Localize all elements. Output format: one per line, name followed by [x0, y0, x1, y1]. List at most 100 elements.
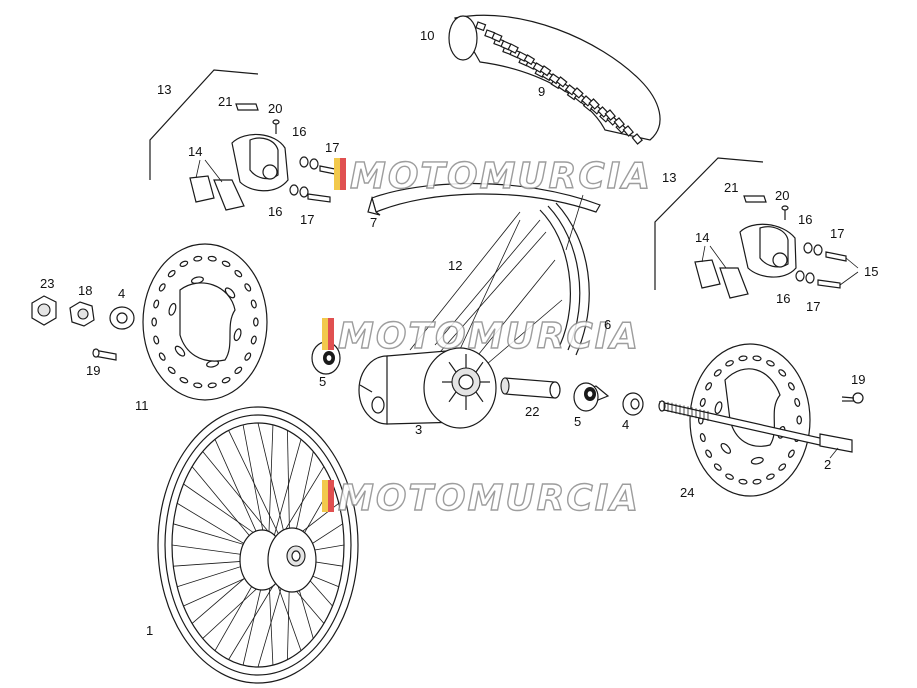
label-6: 6: [604, 317, 611, 332]
axle-part: [658, 400, 853, 453]
disc-hole: [705, 382, 713, 391]
disc-hole: [221, 260, 231, 268]
label-21-left: 21: [218, 94, 232, 109]
watermark-group: MOTOMURCIA MOTOMURCIA MOTOMURCIA: [322, 155, 652, 520]
disc-hole: [713, 369, 722, 377]
tread-block: [507, 43, 519, 54]
disc-hole: [250, 335, 257, 345]
label-20-left: 20: [268, 101, 282, 116]
label-7: 7: [370, 215, 377, 230]
watermark-logo-3: MOTOMURCIA: [322, 477, 640, 520]
disc-hole: [725, 360, 734, 367]
disc-hole: [207, 255, 217, 262]
label-16-right-top: 16: [798, 212, 812, 227]
label-3: 3: [415, 422, 422, 437]
caliper-right-group: [654, 157, 847, 299]
disc-hole: [234, 269, 243, 278]
disc-hole: [787, 382, 795, 391]
caliper-left-group: [149, 69, 341, 211]
disc-hole: [153, 299, 160, 309]
label-10: 10: [420, 28, 434, 43]
disc-slot: [233, 328, 242, 342]
mudguard-part: [367, 182, 601, 216]
label-17-left-top: 17: [325, 140, 339, 155]
bolt-19-left-part: [92, 348, 117, 361]
axle-thread: [663, 401, 709, 421]
label-16-left-top: 16: [292, 124, 306, 139]
disc-hole: [738, 478, 748, 485]
label-14-left: 14: [188, 144, 202, 159]
label-18: 18: [78, 283, 92, 298]
tread-block: [491, 32, 503, 43]
label-13-left: 13: [157, 82, 171, 97]
rim-spokes-part: [409, 194, 590, 371]
label-9: 9: [538, 84, 545, 99]
disc-hole: [778, 463, 787, 471]
tread-block: [555, 76, 568, 88]
disc-hole: [787, 449, 795, 458]
tyre-part: [448, 14, 661, 145]
label-4-left: 4: [118, 286, 125, 301]
label-14-right: 14: [695, 230, 709, 245]
disc-hole: [253, 317, 259, 327]
disc-hole: [193, 382, 203, 389]
tread-block: [475, 21, 487, 32]
disc-hole: [234, 366, 243, 375]
disc-hole: [699, 397, 706, 407]
label-16-right-bottom: 16: [776, 291, 790, 306]
disc-slot: [168, 302, 177, 316]
label-16-left-bottom: 16: [268, 204, 282, 219]
disc-hole: [244, 352, 252, 361]
seal-left-part: [109, 306, 135, 330]
bearing-right-part: [573, 382, 610, 412]
watermark-text: MOTOMURCIA: [350, 156, 652, 197]
disc-hole: [158, 283, 166, 292]
label-23: 23: [40, 276, 54, 291]
disc-hole: [778, 369, 787, 377]
disc-hole: [221, 376, 231, 384]
disc-slot: [720, 442, 732, 454]
nut-18-part: [69, 301, 95, 327]
disc-hole: [796, 415, 803, 425]
label-17-right-bottom: 17: [806, 299, 820, 314]
tread-block: [622, 125, 634, 137]
disc-hole: [752, 478, 762, 485]
tread-block: [588, 98, 600, 110]
disc-slot: [750, 456, 764, 465]
disc-hole: [207, 382, 217, 389]
label-13-right: 13: [662, 170, 676, 185]
disc-hole: [766, 473, 775, 480]
disc-hole: [705, 449, 713, 458]
watermark-text: MOTOMURCIA: [338, 478, 640, 519]
label-15: 15: [864, 264, 878, 279]
hub-flange-rib: [448, 361, 457, 373]
hub-flange-holes: [442, 354, 490, 410]
disc-hole: [244, 283, 252, 292]
label-19-right: 19: [851, 372, 865, 387]
hub-flange-rib: [475, 361, 484, 373]
tread-block: [572, 87, 584, 99]
brake-disc-left-part: [142, 243, 268, 401]
disc-hole: [153, 335, 160, 345]
label-17-left-bottom: 17: [300, 212, 314, 227]
label-5-left: 5: [319, 374, 326, 389]
disc-slot: [714, 401, 723, 415]
label-11: 11: [135, 398, 149, 413]
label-20-right: 20: [775, 188, 789, 203]
label-21-right: 21: [724, 180, 738, 195]
disc-hole: [713, 463, 722, 471]
tread-block: [613, 117, 625, 129]
disc-hole: [738, 355, 748, 362]
hub-part: [358, 347, 497, 429]
disc-hole: [766, 360, 775, 367]
disc-hole: [699, 433, 706, 443]
disc-hole: [158, 352, 166, 361]
label-4-right: 4: [622, 417, 629, 432]
label-24: 24: [680, 485, 694, 500]
label-12: 12: [448, 258, 462, 273]
label-17-right-top: 17: [830, 226, 844, 241]
label-5-right: 5: [574, 414, 581, 429]
disc-hole: [250, 299, 257, 309]
disc-hole: [167, 366, 176, 375]
disc-hole: [725, 473, 734, 480]
